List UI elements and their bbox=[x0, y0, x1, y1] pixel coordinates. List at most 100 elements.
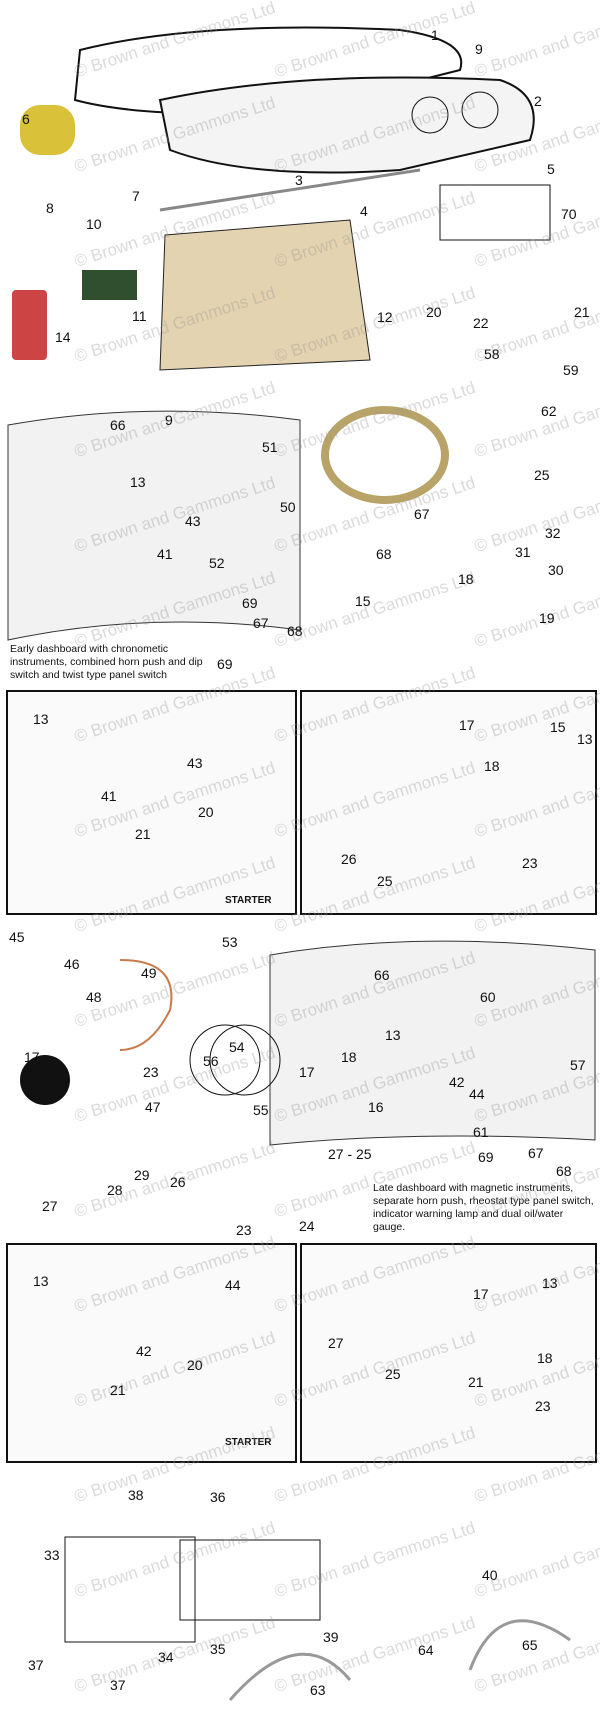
part-callout: 31 bbox=[515, 544, 531, 560]
part-callout: 28 bbox=[107, 1182, 123, 1198]
starter-label: STARTER bbox=[225, 1437, 272, 1448]
part-callout: 45 bbox=[9, 929, 25, 945]
part-callout: 20 bbox=[426, 304, 442, 320]
early-dashboard-detail-right bbox=[300, 690, 597, 915]
part-callout: 13 bbox=[542, 1275, 558, 1291]
part-callout: 46 bbox=[64, 956, 80, 972]
part-callout: 21 bbox=[110, 1382, 126, 1398]
part-callout: 26 bbox=[170, 1174, 186, 1190]
part-callout: 23 bbox=[143, 1064, 159, 1080]
part-callout: 13 bbox=[130, 474, 146, 490]
part-callout: 43 bbox=[187, 755, 203, 771]
part-callout: 54 bbox=[229, 1039, 245, 1055]
part-callout: 13 bbox=[385, 1027, 401, 1043]
part-callout: 13 bbox=[33, 711, 49, 727]
part-callout: 23 bbox=[522, 855, 538, 871]
part-callout: 53 bbox=[222, 934, 238, 950]
part-callout: 67 bbox=[528, 1145, 544, 1161]
part-callout: 2 bbox=[534, 93, 542, 109]
part-callout: 61 bbox=[473, 1124, 489, 1140]
part-callout: 69 bbox=[478, 1149, 494, 1165]
part-callout: 11 bbox=[132, 308, 147, 324]
part-callout: 21 bbox=[135, 826, 151, 842]
part-callout: 13 bbox=[577, 731, 593, 747]
part-callout: 44 bbox=[469, 1086, 485, 1102]
part-callout: 21 bbox=[574, 304, 590, 320]
part-callout: 12 bbox=[377, 309, 393, 325]
part-callout: 23 bbox=[535, 1398, 551, 1414]
part-callout: 1 bbox=[431, 27, 439, 43]
part-callout: 25 bbox=[534, 467, 550, 483]
part-callout: 18 bbox=[341, 1049, 357, 1065]
part-callout: 68 bbox=[556, 1163, 572, 1179]
part-callout: 29 bbox=[134, 1167, 150, 1183]
part-callout: 39 bbox=[323, 1629, 339, 1645]
part-callout: 42 bbox=[136, 1343, 152, 1359]
part-callout: 27 bbox=[42, 1198, 58, 1214]
part-callout: 16 bbox=[368, 1099, 384, 1115]
part-callout: 17 bbox=[299, 1064, 315, 1080]
part-callout: 69 bbox=[217, 656, 233, 672]
part-callout: 69 bbox=[242, 595, 258, 611]
part-callout: 18 bbox=[484, 758, 500, 774]
part-callout: 17 bbox=[473, 1286, 489, 1302]
part-callout: 18 bbox=[537, 1350, 553, 1366]
part-callout: 42 bbox=[449, 1074, 465, 1090]
part-callout: 8 bbox=[46, 200, 54, 216]
part-callout: 18 bbox=[458, 571, 474, 587]
part-callout: 5 bbox=[547, 161, 555, 177]
part-callout: 63 bbox=[310, 1682, 326, 1698]
part-callout: 36 bbox=[210, 1489, 226, 1505]
part-callout: 9 bbox=[165, 412, 173, 428]
part-callout: 40 bbox=[482, 1567, 498, 1583]
part-callout: 7 bbox=[132, 188, 140, 204]
part-callout: 26 bbox=[341, 851, 357, 867]
part-callout: 37 bbox=[110, 1677, 126, 1693]
part-callout: 43 bbox=[185, 513, 201, 529]
part-callout: 49 bbox=[141, 965, 157, 981]
part-callout: 67 bbox=[253, 615, 269, 631]
part-callout: 66 bbox=[110, 417, 126, 433]
part-callout: 22 bbox=[473, 315, 489, 331]
part-callout: 23 bbox=[236, 1222, 252, 1238]
part-callout: 15 bbox=[355, 593, 371, 609]
part-callout: 24 bbox=[299, 1218, 315, 1234]
part-callout: 65 bbox=[522, 1637, 538, 1653]
late-dashboard-caption: Late dashboard with magnetic instruments… bbox=[373, 1182, 594, 1234]
part-callout: 51 bbox=[262, 439, 278, 455]
part-callout: 59 bbox=[563, 362, 579, 378]
early-dashboard-detail-left bbox=[6, 690, 297, 915]
part-callout: 70 bbox=[561, 206, 577, 222]
part-callout: 56 bbox=[203, 1053, 219, 1069]
part-callout: 13 bbox=[33, 1273, 49, 1289]
part-callout: 15 bbox=[550, 719, 566, 735]
part-callout: 64 bbox=[418, 1642, 434, 1658]
part-callout: 25 bbox=[385, 1366, 401, 1382]
part-callout: 62 bbox=[541, 403, 557, 419]
part-callout: 41 bbox=[157, 546, 173, 562]
part-callout: 32 bbox=[545, 525, 561, 541]
starter-label: STARTER bbox=[225, 895, 272, 906]
part-callout: 67 bbox=[414, 506, 430, 522]
part-callout: 21 bbox=[468, 1374, 484, 1390]
part-callout: 27 - 25 bbox=[328, 1146, 372, 1162]
late-dashboard-detail-left bbox=[6, 1243, 297, 1463]
part-callout: 47 bbox=[145, 1099, 161, 1115]
part-callout: 25 bbox=[377, 873, 393, 889]
late-dashboard-detail-right bbox=[300, 1243, 597, 1463]
part-callout: 58 bbox=[484, 346, 500, 362]
part-callout: 68 bbox=[287, 623, 303, 639]
part-callout: 30 bbox=[548, 562, 564, 578]
part-callout: 60 bbox=[480, 989, 496, 1005]
part-callout: 19 bbox=[539, 610, 555, 626]
part-callout: 35 bbox=[210, 1641, 226, 1657]
part-callout: 10 bbox=[86, 216, 102, 232]
part-callout: 38 bbox=[128, 1487, 144, 1503]
part-callout: 34 bbox=[158, 1649, 174, 1665]
part-callout: 33 bbox=[44, 1547, 60, 1563]
part-callout: 44 bbox=[225, 1277, 241, 1293]
part-callout: 48 bbox=[86, 989, 102, 1005]
part-callout: 17 bbox=[24, 1049, 40, 1065]
